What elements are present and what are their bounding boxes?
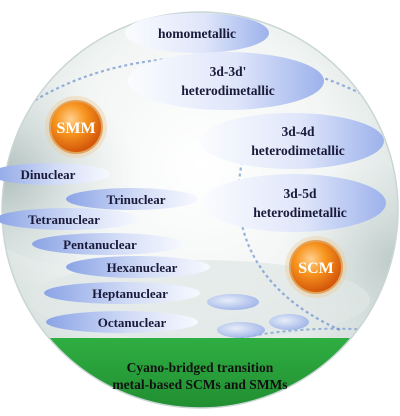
hetero-3d5d-line2: heterodimetallic	[253, 205, 346, 220]
heptanuclear-label: Heptanuclear	[92, 286, 168, 301]
nuclearity-pentanuclear: Pentanuclear	[32, 233, 184, 255]
hetero-3d3d-line2: heterodimetallic	[181, 83, 274, 98]
category-3d-5d-heterodimetallic: 3d-5d heterodimetallic	[202, 174, 386, 232]
nuclearity-tetranuclear: Tetranuclear	[0, 208, 140, 230]
octanuclear-label: Octanuclear	[98, 315, 167, 330]
decorative-pill	[269, 314, 309, 330]
category-homometallic: homometallic	[125, 13, 269, 53]
nuclearity-octanuclear: Octanuclear	[46, 311, 198, 333]
tetranuclear-label: Tetranuclear	[28, 212, 100, 227]
nuclearity-trinuclear: Trinuclear	[66, 188, 198, 210]
smm-label: SMM	[56, 120, 95, 137]
decorative-pill	[217, 322, 265, 338]
scm-badge: SCM	[285, 236, 347, 298]
base-caption-line1: Cyano-bridged transition	[127, 360, 274, 375]
dotted-arc-top	[19, 56, 391, 111]
dinuclear-label: Dinuclear	[21, 167, 76, 182]
hexanuclear-label: Hexanuclear	[107, 260, 178, 275]
outer-ring	[1, 11, 399, 409]
homometallic-label: homometallic	[158, 26, 236, 41]
nuclearity-heptanuclear: Heptanuclear	[44, 282, 200, 304]
dotted-arc-right	[237, 149, 341, 332]
trinuclear-label: Trinuclear	[107, 192, 166, 207]
decorative-pill	[207, 294, 259, 310]
category-3d-4d-heterodimetallic: 3d-4d heterodimetallic	[200, 113, 384, 169]
scm-label: SCM	[298, 260, 334, 277]
nuclearity-hexanuclear: Hexanuclear	[66, 256, 210, 278]
dotted-arc-bottom	[159, 327, 371, 361]
nuclearity-dinuclear: Dinuclear	[0, 163, 110, 185]
hetero-3d4d-line1: 3d-4d	[281, 124, 315, 139]
hetero-3d3d-line1: 3d-3d'	[210, 64, 247, 79]
smm-badge: SMM	[45, 96, 107, 158]
hetero-3d5d-line1: 3d-5d	[283, 186, 317, 201]
base-caption-line2: metal-based SCMs and SMMs	[112, 377, 287, 392]
base-caption: Cyano-bridged transition metal-based SCM…	[112, 360, 287, 392]
pentanuclear-label: Pentanuclear	[63, 237, 137, 252]
hetero-3d4d-line2: heterodimetallic	[251, 143, 344, 158]
category-3d-3d-heterodimetallic: 3d-3d' heterodimetallic	[128, 52, 324, 110]
